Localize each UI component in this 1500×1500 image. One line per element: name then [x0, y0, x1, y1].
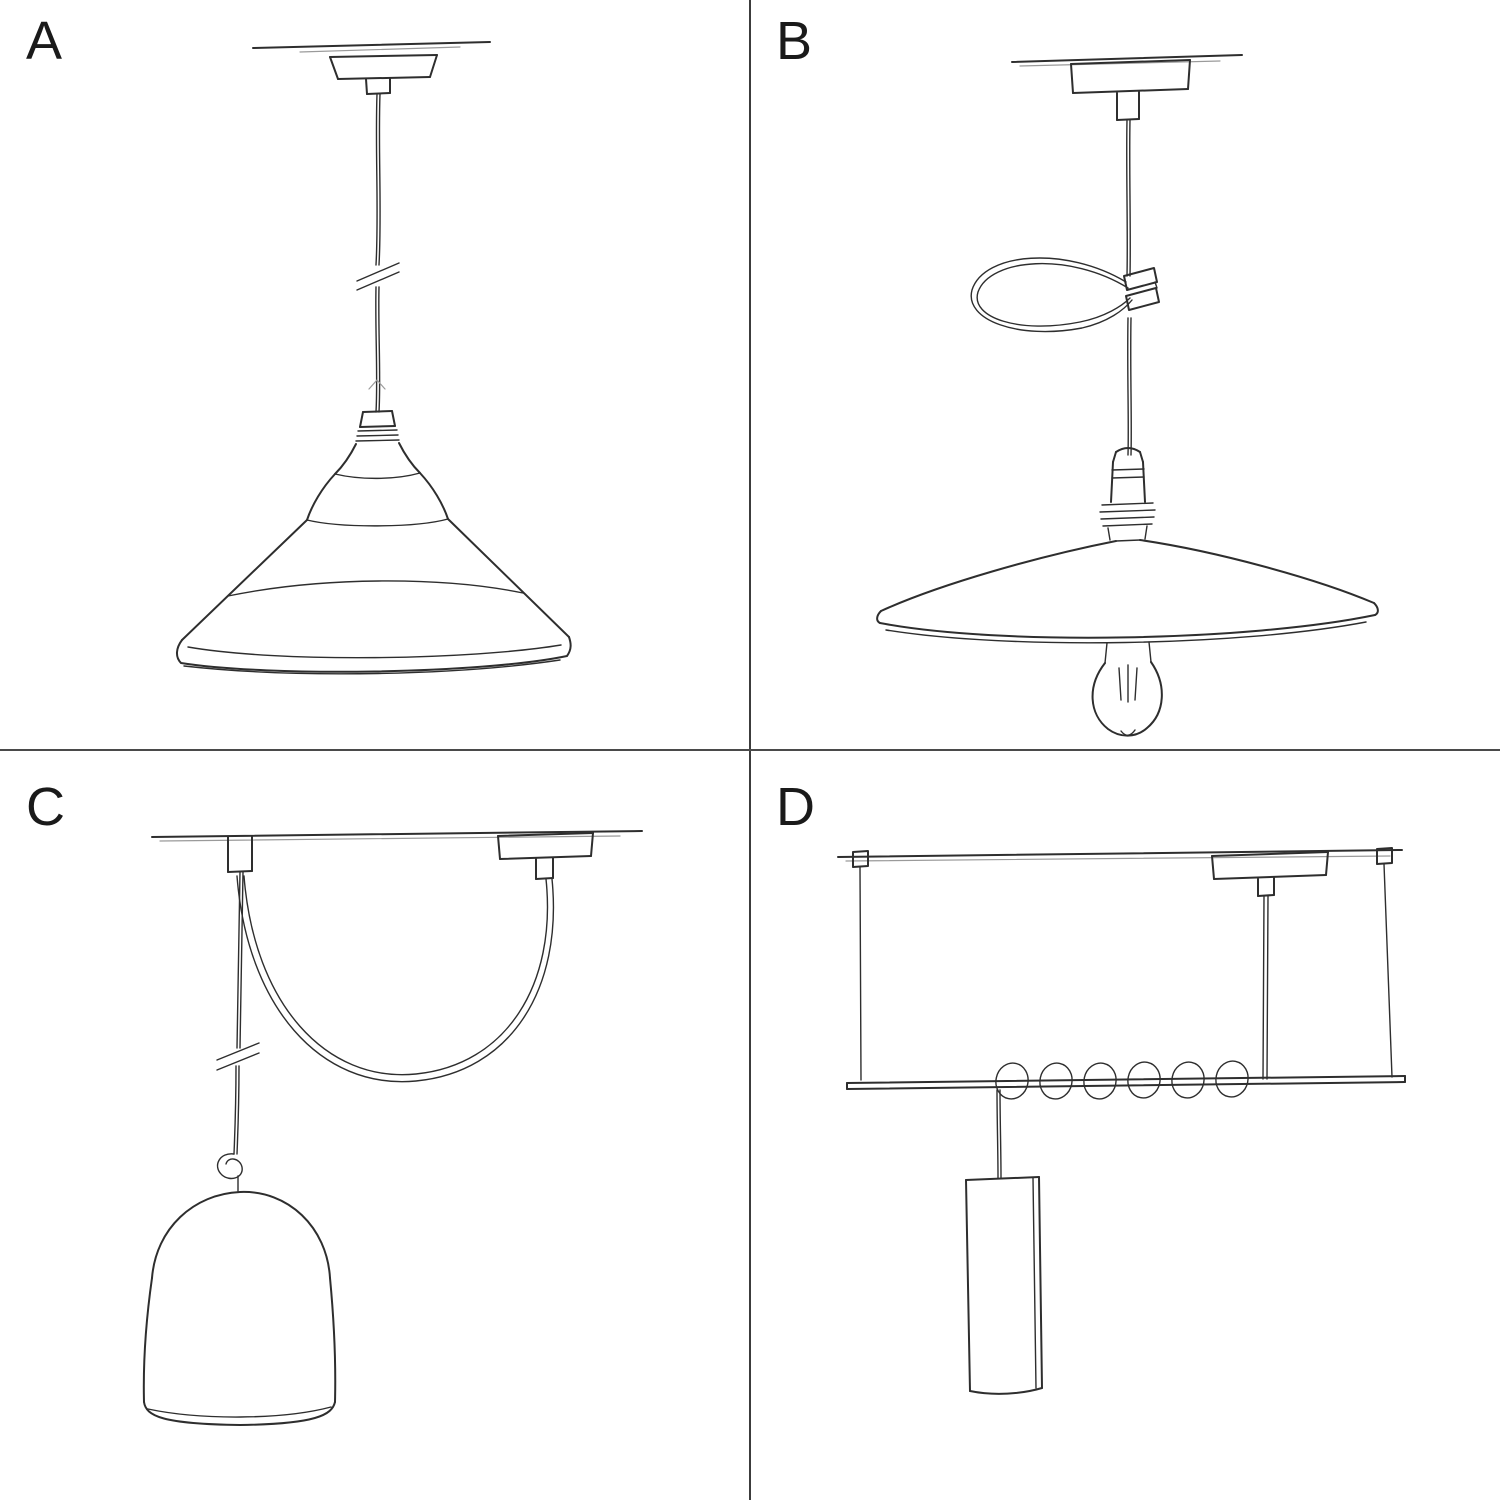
- plate-shade: [876, 539, 1379, 644]
- ceiling-line: [837, 849, 1403, 862]
- ceiling-rose: [1211, 851, 1329, 897]
- cord-length-break-marks: [356, 262, 400, 291]
- tube-shade: [965, 1176, 1043, 1395]
- ceiling-rose: [497, 832, 594, 880]
- cable-decentralizer-hook: [970, 257, 1160, 333]
- ceiling-line: [1011, 54, 1243, 67]
- suspension-cables: [852, 847, 1393, 1081]
- cord-length-break-marks: [216, 1042, 260, 1071]
- pendant-bar-with-tube-shade-sketch: [837, 847, 1406, 1395]
- lamp-holder: [355, 410, 400, 442]
- lamp-holder: [1099, 447, 1156, 541]
- ceiling-rose: [329, 54, 438, 95]
- quadrant-c: C: [0, 750, 750, 1500]
- pendant-cord: [233, 871, 244, 1155]
- quadrant-d-label: D: [776, 777, 816, 837]
- horizontal-bar: [846, 1075, 1406, 1090]
- ceiling-line: [252, 41, 491, 53]
- pendant-cord: [368, 93, 386, 413]
- center-rod: [1262, 895, 1269, 1080]
- swag-pendant-with-bell-shade-sketch: [142, 830, 643, 1426]
- horizontal-divider: [0, 749, 1500, 751]
- pendant-with-plate-shade-sketch: [876, 54, 1379, 737]
- quadrant-a: A: [0, 0, 750, 750]
- ceiling-line: [151, 830, 643, 842]
- cord-knot: [216, 1153, 243, 1192]
- swag-cord: [236, 875, 555, 1083]
- ceiling-hook: [227, 835, 253, 873]
- quadrant-d: D: [750, 750, 1500, 1500]
- quadrant-a-label: A: [26, 11, 64, 71]
- light-bulb: [1091, 641, 1163, 737]
- bistro-shade: [176, 442, 572, 675]
- pendant-cord: [996, 1089, 1002, 1179]
- bell-shade: [142, 1190, 337, 1426]
- ceiling-rose: [1070, 59, 1191, 121]
- pendant-cord: [1126, 119, 1132, 456]
- quadrant-c-label: C: [26, 777, 66, 837]
- quadrant-b: B: [750, 0, 1500, 750]
- pendant-with-bistro-shade-sketch: [176, 41, 572, 675]
- quadrant-b-label: B: [776, 11, 814, 71]
- cord-spiral-wraps: [995, 1060, 1249, 1100]
